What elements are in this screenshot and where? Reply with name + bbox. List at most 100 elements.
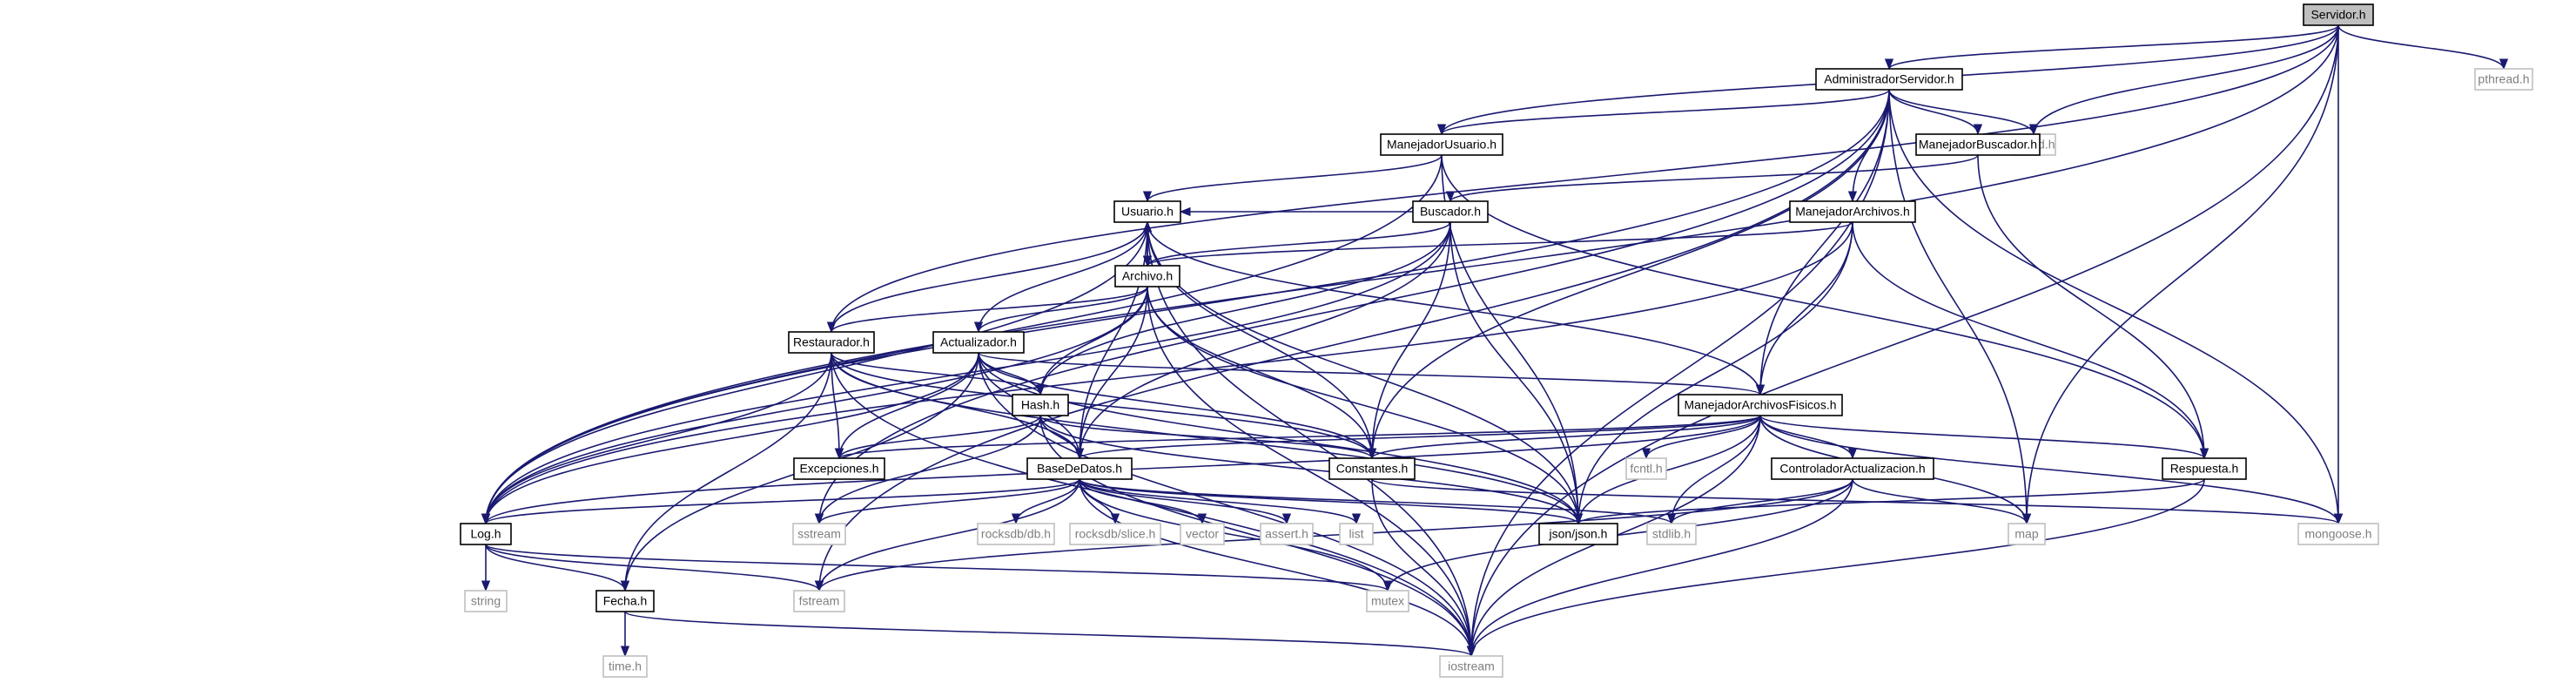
node-time: time.h xyxy=(602,655,648,678)
node-label-string: string xyxy=(471,594,501,608)
include-edge-baseDatos-to-iostream xyxy=(1079,478,1476,658)
node-stdlib: stdlib.h xyxy=(1646,523,1697,545)
node-box-map xyxy=(2008,523,2046,545)
node-buscador[interactable]: Buscador.h xyxy=(1412,200,1489,223)
node-label-rocksslice: rocksdb/slice.h xyxy=(1075,527,1156,541)
include-edge-manFisicos-to-baseDatos xyxy=(1075,415,1761,460)
include-edge-servidor-to-map xyxy=(2021,24,2339,525)
node-actualizador[interactable]: Actualizador.h xyxy=(932,331,1025,354)
include-edge-log-to-fstream xyxy=(485,544,824,592)
include-edge-buscador-to-archivo xyxy=(1143,221,1451,267)
node-json[interactable]: json/json.h xyxy=(1538,523,1618,545)
include-edge-admin-to-manUsuario xyxy=(1437,89,1890,136)
node-controlador[interactable]: ControladorActualizacion.h xyxy=(1771,457,1934,480)
include-edge-servidor-to-restaurador xyxy=(826,24,2339,334)
include-edge-archivo-to-log xyxy=(481,286,1148,525)
node-box-mongoose xyxy=(2297,523,2379,545)
include-edge-actualizador-to-log xyxy=(481,352,979,525)
include-edge-hash-to-sstream xyxy=(814,415,1041,525)
include-edge-admin-to-unistd xyxy=(1888,89,2039,136)
include-edge-restaurador-to-hash xyxy=(831,352,1046,396)
include-edge-baseDatos-to-json xyxy=(1079,478,1583,525)
include-edge-respuesta-to-json xyxy=(1574,478,2205,525)
include-edge-baseDatos-to-vector xyxy=(1079,478,1207,525)
include-edge-admin-to-map xyxy=(1888,89,2032,525)
node-label-usuario: Usuario.h xyxy=(1121,205,1174,219)
node-manFisicos[interactable]: ManejadorArchivosFisicos.h xyxy=(1678,394,1843,416)
node-admin[interactable]: AdministradorServidor.h xyxy=(1815,68,1963,91)
include-edge-log-to-fecha xyxy=(485,544,630,592)
node-box-pthread xyxy=(2474,68,2533,91)
node-label-assert: assert.h xyxy=(1265,527,1308,541)
include-edge-buscador-to-constantes xyxy=(1367,221,1451,460)
node-log[interactable]: Log.h xyxy=(460,523,512,545)
node-box-excepciones xyxy=(793,457,885,480)
node-label-manArchivos: ManejadorArchivos.h xyxy=(1795,205,1910,219)
node-box-hash xyxy=(1012,394,1069,416)
node-usuario[interactable]: Usuario.h xyxy=(1113,200,1181,223)
node-manUsuario[interactable]: ManejadorUsuario.h xyxy=(1380,133,1503,156)
include-edge-admin-to-fstream xyxy=(814,89,1890,592)
node-label-admin: AdministradorServidor.h xyxy=(1824,72,1954,86)
node-box-admin xyxy=(1815,68,1963,91)
node-label-pthread: pthread.h xyxy=(2478,72,2529,86)
include-edge-log-to-mutex xyxy=(485,544,1392,592)
node-box-sstream xyxy=(792,523,846,545)
include-edge-manFisicos-to-constantes xyxy=(1368,415,1761,460)
include-edge-admin-to-log xyxy=(481,89,1890,525)
node-baseDatos[interactable]: BaseDeDatos.h xyxy=(1026,457,1133,480)
node-box-rocksdb xyxy=(977,523,1055,545)
node-fstream: fstream xyxy=(793,590,845,612)
node-constantes[interactable]: Constantes.h xyxy=(1328,457,1416,480)
node-box-archivo xyxy=(1114,265,1180,287)
node-sstream: sstream xyxy=(792,523,846,545)
node-label-restaurador: Restaurador.h xyxy=(793,335,870,349)
node-rocksslice: rocksdb/slice.h xyxy=(1069,523,1161,545)
include-edge-manArchivos-to-respuesta xyxy=(1852,221,2209,460)
include-edge-buscador-to-baseDatos xyxy=(1074,221,1451,460)
include-edge-baseDatos-to-fstream xyxy=(814,478,1080,592)
node-respuesta[interactable]: Respuesta.h xyxy=(2162,457,2247,480)
node-string: string xyxy=(464,590,508,612)
include-edge-actualizador-to-manFisicos xyxy=(978,352,1765,396)
include-edge-hash-to-baseDatos xyxy=(1039,415,1085,460)
node-label-sstream: sstream xyxy=(797,527,841,541)
node-box-servidor xyxy=(2303,3,2374,26)
include-edge-manFisicos-to-json xyxy=(1573,415,1761,525)
include-edge-manFisicos-to-usuario xyxy=(1142,220,1761,396)
node-box-fcntl xyxy=(1625,457,1667,480)
node-fecha[interactable]: Fecha.h xyxy=(595,590,655,612)
include-edge-restaurador-to-usuario xyxy=(831,220,1153,333)
node-box-mutex xyxy=(1366,590,1409,612)
include-edge-admin-to-manBuscador xyxy=(1888,89,1983,136)
include-edge-restaurador-to-excepciones xyxy=(831,352,844,460)
node-iostream: iostream xyxy=(1439,655,1503,678)
include-edge-buscador-to-json xyxy=(1449,221,1584,525)
include-edge-archivo-to-baseDatos xyxy=(1074,286,1148,460)
node-servidor[interactable]: Servidor.h xyxy=(2303,3,2374,26)
node-box-manBuscador xyxy=(1915,133,2041,156)
include-edge-servidor-to-unistd xyxy=(2028,24,2339,136)
include-edge-controlador-to-iostream xyxy=(1466,478,1853,658)
include-edge-archivo-to-iostream xyxy=(1147,286,1476,658)
include-edge-controlador-to-mutex xyxy=(1382,478,1853,592)
node-manArchivos[interactable]: ManejadorArchivos.h xyxy=(1789,200,1916,223)
node-label-list: list xyxy=(1349,527,1363,541)
node-box-respuesta xyxy=(2162,457,2247,480)
include-edge-servidor-to-iostream xyxy=(1466,24,2339,658)
include-edge-manFisicos-to-fcntl xyxy=(1641,415,1761,460)
include-edge-actualizador-to-json xyxy=(978,352,1584,525)
include-edge-manFisicos-to-mongoose xyxy=(1759,415,2343,525)
node-restaurador[interactable]: Restaurador.h xyxy=(788,331,875,354)
include-edge-manArchivos-to-log xyxy=(481,221,1853,525)
include-edge-admin-to-manFisicos xyxy=(1755,89,1890,396)
node-manBuscador[interactable]: ManejadorBuscador.h xyxy=(1915,133,2041,156)
node-archivo[interactable]: Archivo.h xyxy=(1114,265,1180,287)
include-edge-controlador-to-stdlib xyxy=(1666,478,1853,525)
include-edge-archivo-to-json xyxy=(1147,286,1584,525)
node-excepciones[interactable]: Excepciones.h xyxy=(793,457,885,480)
node-box-assert xyxy=(1260,523,1314,545)
node-box-stdlib xyxy=(1646,523,1697,545)
node-hash[interactable]: Hash.h xyxy=(1012,394,1069,416)
node-box-manUsuario xyxy=(1380,133,1503,156)
